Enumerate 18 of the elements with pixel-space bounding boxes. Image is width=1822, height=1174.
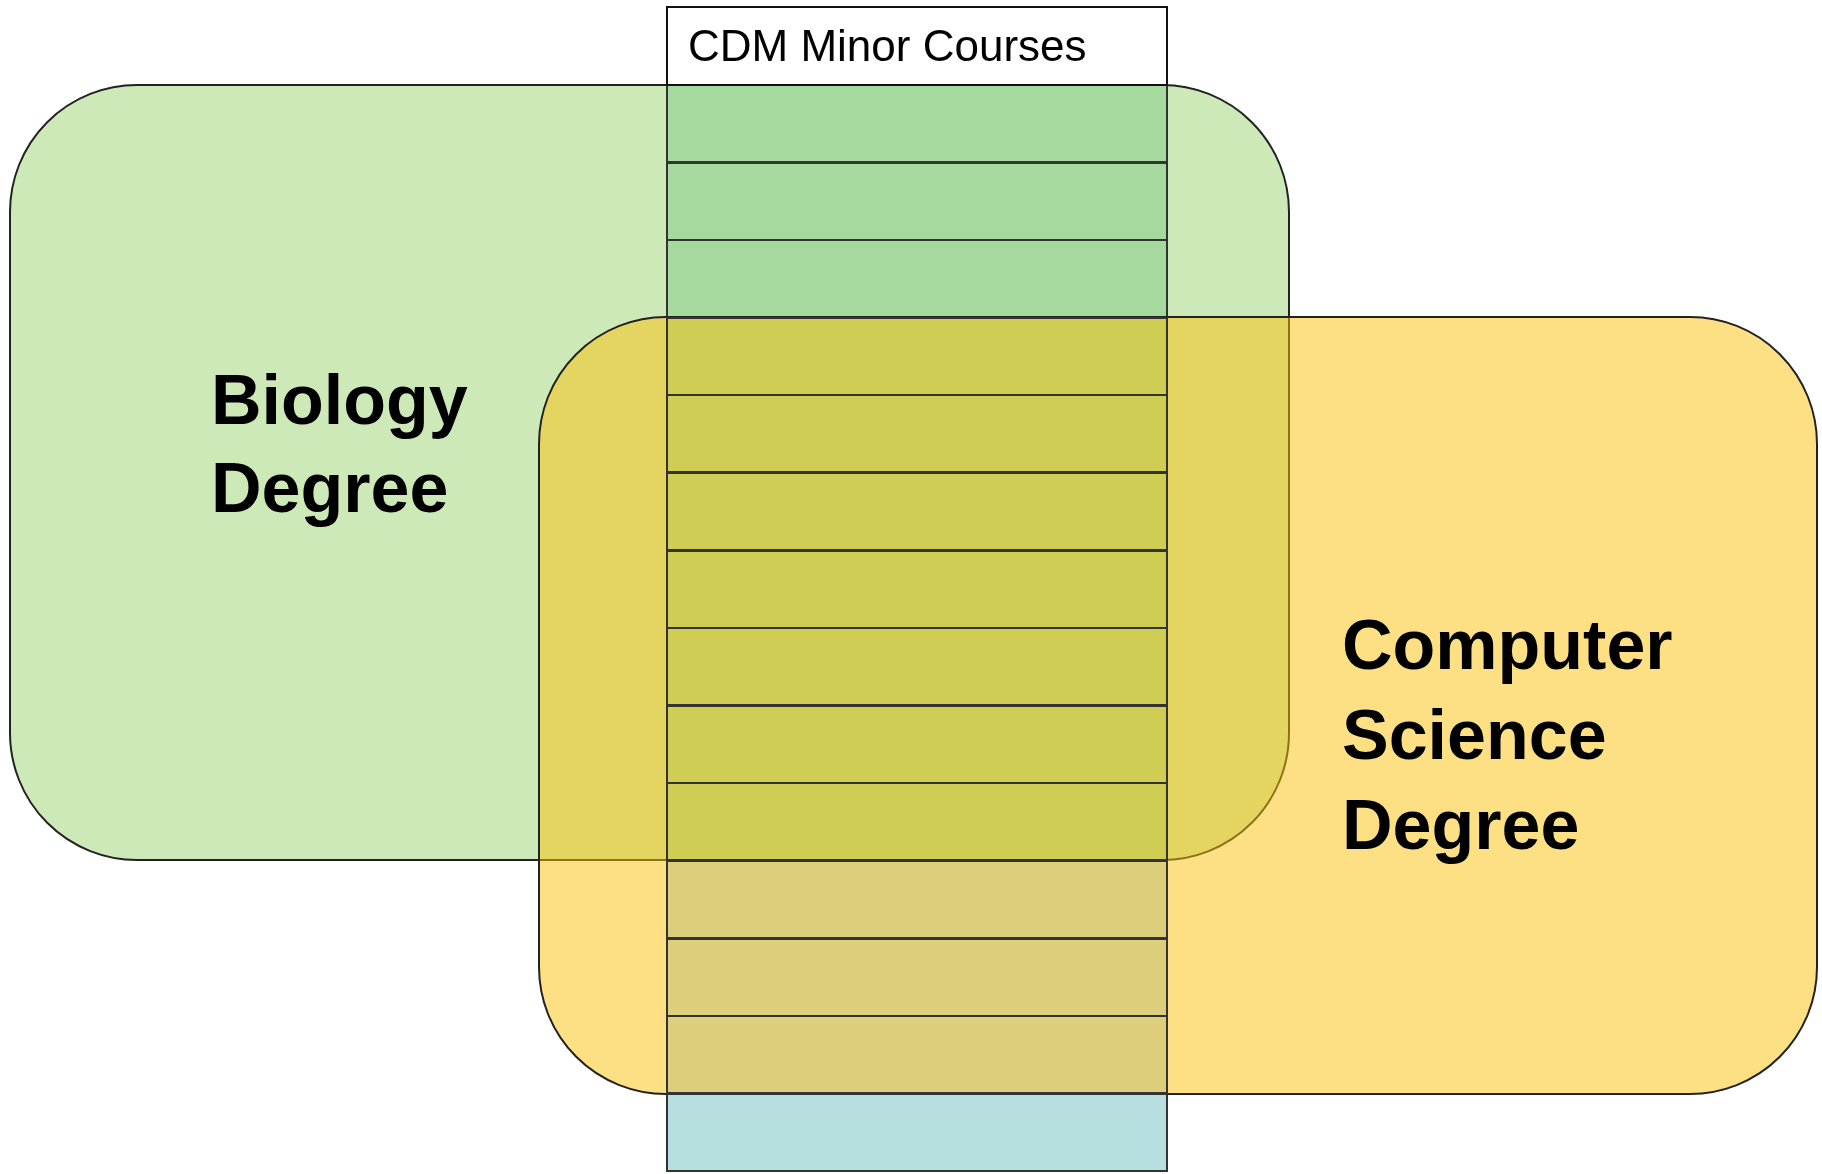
column-header-cell <box>666 6 1168 86</box>
course-slot <box>666 937 1168 1017</box>
region-label: Computer Science Degree <box>1342 605 1674 866</box>
course-slot <box>666 1015 1168 1095</box>
course-slot <box>666 84 1168 163</box>
course-slot <box>666 239 1168 319</box>
column-header: CDM Minor Courses <box>688 20 1087 72</box>
course-slot <box>666 704 1168 784</box>
course-slot <box>666 860 1168 939</box>
course-slot <box>666 161 1168 241</box>
course-slot <box>666 549 1168 629</box>
course-slot <box>666 627 1168 707</box>
course-slot <box>666 1092 1168 1172</box>
region-label: Biology Degree <box>211 360 469 529</box>
course-slot <box>666 394 1168 474</box>
course-slot <box>666 472 1168 551</box>
course-slot <box>666 782 1168 862</box>
course-slot <box>666 316 1168 396</box>
